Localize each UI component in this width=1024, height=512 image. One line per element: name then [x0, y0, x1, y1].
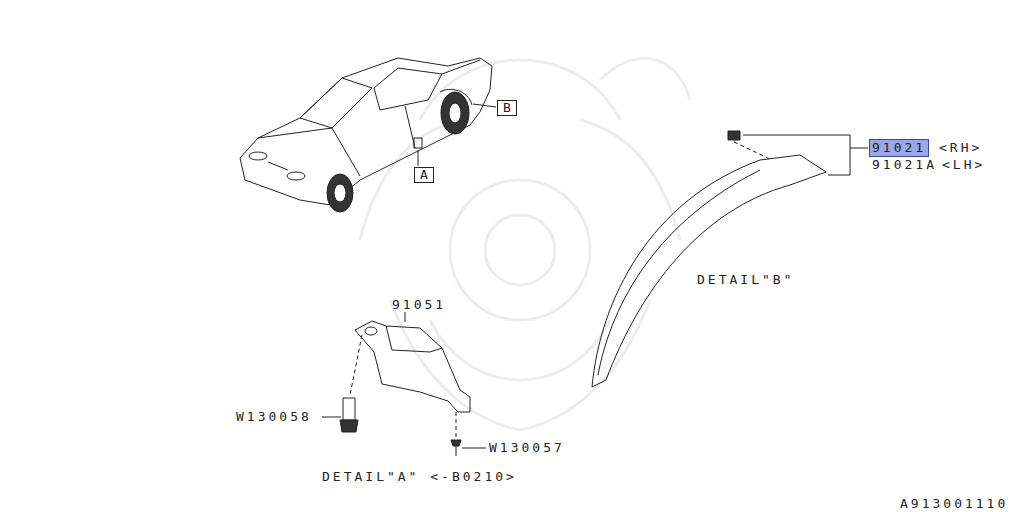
- part-number: W130058: [236, 410, 312, 424]
- diagram-code: A913001110: [900, 497, 1008, 511]
- side-note: <RH>: [939, 141, 982, 155]
- node-text: 91021: [872, 141, 927, 155]
- detail-marker: B: [497, 100, 517, 116]
- part-number: 91051: [392, 298, 446, 312]
- watermark: [360, 58, 690, 430]
- detail-title: DETAIL"A" <-B0210>: [322, 470, 517, 484]
- detail-marker: A: [414, 167, 434, 183]
- node-text: A: [420, 168, 431, 182]
- node-text: B: [503, 101, 514, 115]
- highlighted-part-number: 91021: [869, 139, 929, 157]
- part-number: W130057: [489, 441, 565, 455]
- car: [240, 58, 496, 212]
- detail-title: DETAIL"B": [697, 273, 794, 287]
- bracket-part: [322, 312, 486, 456]
- side-note: <LH>: [942, 158, 985, 172]
- part-number: 91021A: [872, 158, 937, 172]
- fender-flare: [592, 131, 868, 387]
